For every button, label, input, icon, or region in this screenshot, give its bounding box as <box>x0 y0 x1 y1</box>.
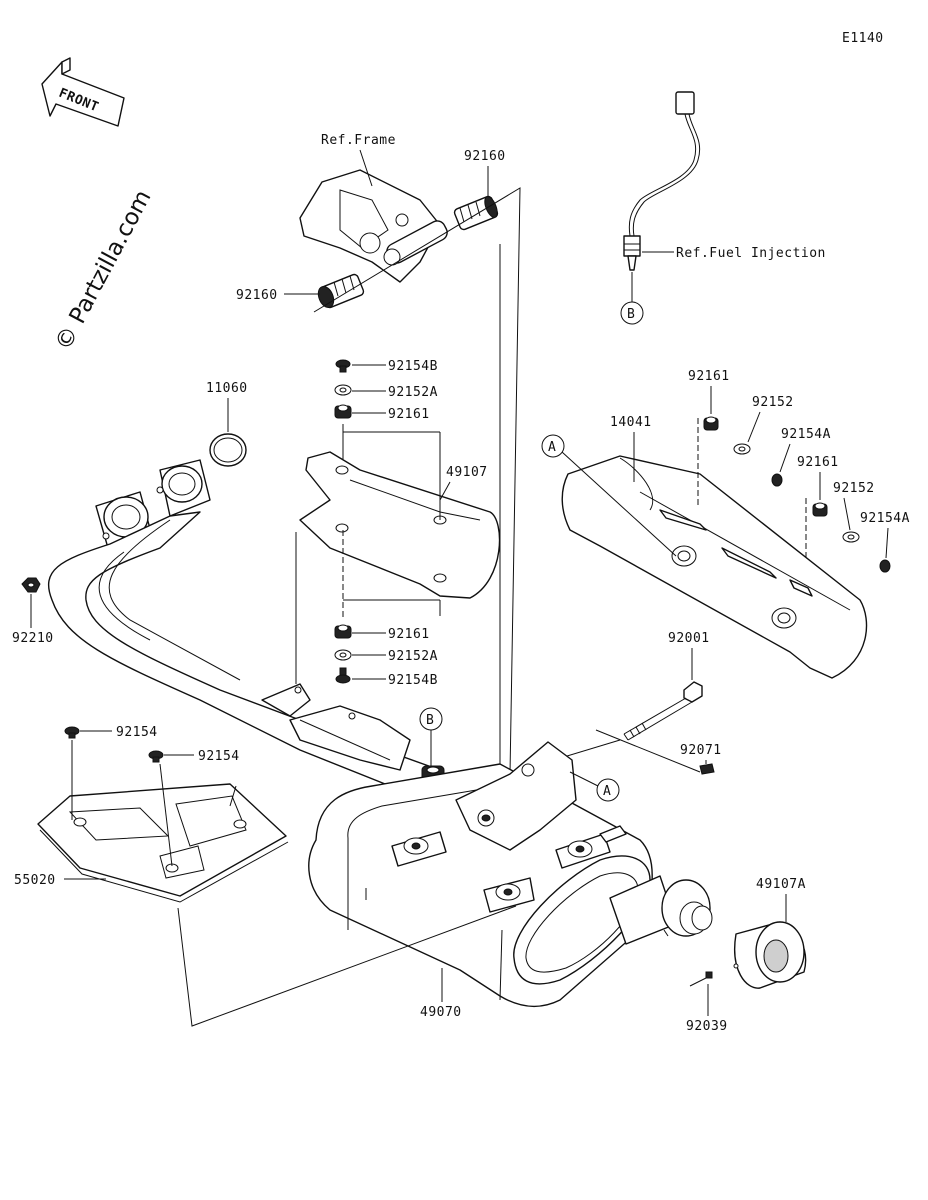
damper-92160-left <box>317 273 365 309</box>
washer-92152-r1 <box>733 443 751 455</box>
marker-a-muffler <box>596 778 620 802</box>
marker-a-muffler-label: A <box>603 784 611 799</box>
part-92152A-mid: 92152A <box>388 649 438 664</box>
watermark: © Partzilla.com <box>50 186 156 355</box>
front-arrow-icon: FRONT <box>41 57 125 127</box>
part-92154-a: 92154 <box>116 725 158 740</box>
ref-fuel-injection-label: Ref.Fuel Injection <box>676 246 826 261</box>
bolt-92154A-r2 <box>879 559 891 573</box>
marker-b-sensor <box>620 301 644 325</box>
part-92161-top: 92161 <box>388 407 430 422</box>
part-92001: 92001 <box>668 631 710 646</box>
part-92152-r1: 92152 <box>752 395 794 410</box>
gasket-11060 <box>209 433 247 467</box>
o2-sensor <box>623 91 701 271</box>
collar-92161-r2 <box>812 502 828 517</box>
part-92210: 92210 <box>12 631 54 646</box>
part-92160-left: 92160 <box>236 288 278 303</box>
part-92039: 92039 <box>686 1019 728 1034</box>
frame-bracket <box>299 169 448 283</box>
screw-92039 <box>689 971 713 987</box>
exhaust-header-pipes <box>47 459 441 791</box>
marker-b-sensor-label: B <box>627 307 635 322</box>
part-92160-top: 92160 <box>464 149 506 164</box>
part-92152A-top: 92152A <box>388 385 438 400</box>
part-55020: 55020 <box>14 873 56 888</box>
bolt-92154A-r1 <box>771 473 783 487</box>
part-92161-r1: 92161 <box>688 369 730 384</box>
cover-55020 <box>37 783 289 903</box>
damper-92160-top <box>453 195 499 231</box>
part-92152-r2: 92152 <box>833 481 875 496</box>
end-cap-49107A <box>733 921 807 989</box>
part-92154A-r1: 92154A <box>781 427 831 442</box>
part-11060: 11060 <box>206 381 248 396</box>
washer-92152-r2 <box>842 531 860 543</box>
part-49107A: 49107A <box>756 877 806 892</box>
bolt-92154B-top <box>335 359 351 373</box>
part-49107: 49107 <box>446 465 488 480</box>
ref-frame-label: Ref.Frame <box>321 133 396 148</box>
collar-92161-r1 <box>703 416 719 431</box>
part-92154A-r2: 92154A <box>860 511 910 526</box>
part-92161-mid: 92161 <box>388 627 430 642</box>
screw-92154-b <box>148 750 164 763</box>
part-92154B-top: 92154B <box>388 359 438 374</box>
bolt-92154B-mid <box>335 667 351 684</box>
part-92071: 92071 <box>680 743 722 758</box>
part-92154-b: 92154 <box>198 749 240 764</box>
marker-a-top <box>541 434 565 458</box>
bolt-92001 <box>623 681 703 741</box>
heat-shield-49107 <box>299 451 501 599</box>
part-14041: 14041 <box>610 415 652 430</box>
muffler-49070 <box>308 741 653 1008</box>
washer-92152A-mid <box>334 649 352 661</box>
collar-92161-top <box>334 404 352 419</box>
washer-92152A-top <box>334 384 352 396</box>
part-92161-r2: 92161 <box>797 455 839 470</box>
part-49070: 49070 <box>420 1005 462 1020</box>
diagram-code: E1140 <box>842 31 884 46</box>
tail-pipe <box>609 875 713 945</box>
clip-92071 <box>699 763 715 775</box>
marker-b-pipe-label: B <box>426 713 434 728</box>
heat-shield-14041 <box>561 455 868 679</box>
nut-92210 <box>21 577 41 593</box>
collar-92161-mid <box>334 624 352 639</box>
screw-92154-a <box>64 726 80 739</box>
marker-a-top-label: A <box>548 440 556 455</box>
part-92154B-mid: 92154B <box>388 673 438 688</box>
